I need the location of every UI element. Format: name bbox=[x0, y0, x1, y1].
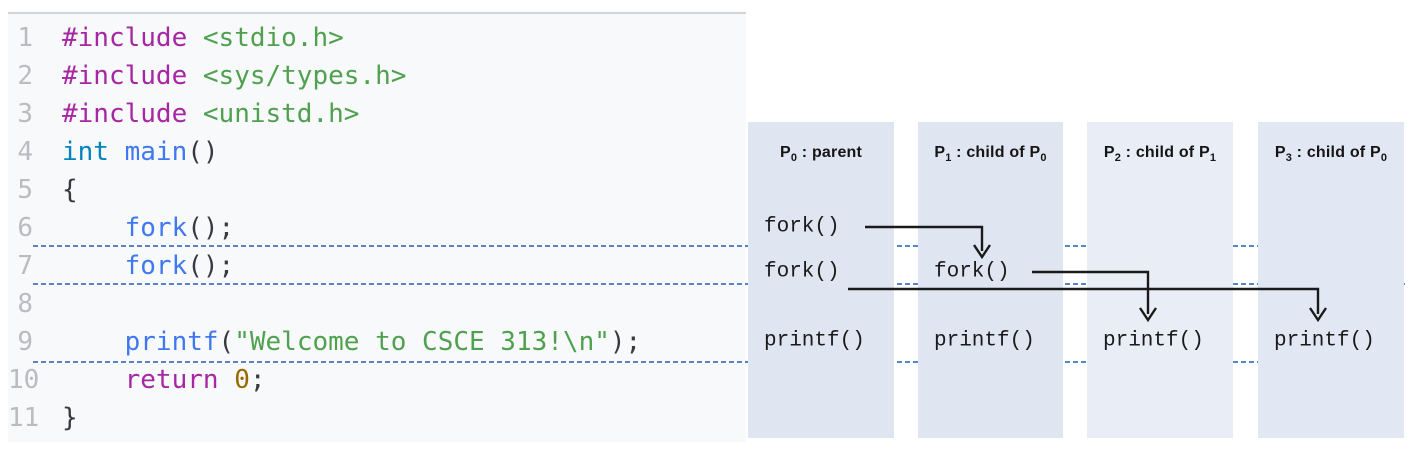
process-id-subscript: 1 bbox=[945, 152, 952, 165]
process-id-subscript: 3 bbox=[1285, 152, 1293, 165]
process-title-text: : child of P bbox=[1292, 144, 1381, 161]
code-token: } bbox=[62, 403, 78, 433]
line-number: 7 bbox=[17, 251, 33, 281]
code-line: 3 #include <unistd.h> bbox=[8, 95, 746, 133]
code-token: <unistd.h> bbox=[202, 99, 360, 129]
process-column-title: P3 : child of P0 bbox=[1258, 144, 1404, 164]
code-token: "Welcome to CSCE 313!\n" bbox=[234, 327, 610, 357]
line-number: 11 bbox=[8, 403, 40, 433]
code-line: 8 bbox=[8, 285, 746, 323]
code-token bbox=[62, 365, 125, 395]
fork-boundary-line-2 bbox=[33, 283, 1405, 285]
process-column-title: P2 : child of P1 bbox=[1087, 144, 1233, 164]
process-call-label: printf() bbox=[1274, 329, 1375, 353]
process-id-subscript: 1 bbox=[1209, 152, 1217, 165]
code-token bbox=[62, 213, 125, 243]
code-line: 4 int main() bbox=[8, 133, 746, 171]
process-id-subscript: 0 bbox=[790, 152, 798, 165]
process-title-text: P bbox=[934, 144, 946, 161]
process-title-text: P bbox=[1103, 144, 1115, 161]
code-line: 6 fork(); bbox=[8, 209, 746, 247]
line-number: 4 bbox=[17, 137, 33, 167]
code-token: (); bbox=[187, 213, 235, 243]
process-call-label: printf() bbox=[1103, 329, 1204, 353]
process-call-label: printf() bbox=[764, 329, 865, 353]
code-token bbox=[219, 365, 235, 395]
code-token: main bbox=[124, 137, 188, 167]
fork-boundary-line-3 bbox=[33, 361, 1327, 363]
code-line: 11} bbox=[8, 399, 746, 437]
code-line: 7 fork(); bbox=[8, 247, 746, 285]
process-title-text: P bbox=[1274, 144, 1286, 161]
code-token: printf bbox=[124, 327, 219, 357]
code-token: () bbox=[187, 137, 219, 167]
process-column-p2: P2 : child of P1 printf() bbox=[1087, 122, 1233, 438]
code-token bbox=[62, 327, 125, 357]
code-token bbox=[62, 251, 125, 281]
line-number: 9 bbox=[17, 327, 33, 357]
code-token: #include bbox=[62, 23, 203, 53]
line-number: 1 bbox=[17, 23, 33, 53]
code-token: <stdio.h> bbox=[202, 23, 344, 53]
process-call-label: printf() bbox=[934, 329, 1035, 353]
process-call-label: fork() bbox=[934, 260, 1010, 284]
code-panel: 1 #include <stdio.h> 2 #include <sys/types.… bbox=[8, 12, 746, 442]
code-token: #include bbox=[62, 99, 203, 129]
process-column-title: P1 : child of P0 bbox=[918, 144, 1063, 164]
code-token: return bbox=[124, 365, 219, 395]
process-id-subscript: 0 bbox=[1380, 152, 1388, 165]
line-number: 10 bbox=[8, 365, 40, 395]
line-number: 5 bbox=[17, 175, 33, 205]
code-token: ); bbox=[609, 327, 642, 357]
line-number: 3 bbox=[17, 99, 33, 129]
code-line: 1 #include <stdio.h> bbox=[8, 19, 746, 57]
process-title-text: P bbox=[779, 144, 791, 161]
code-token: (); bbox=[187, 251, 235, 281]
line-number: 8 bbox=[17, 289, 33, 319]
process-id-subscript: 2 bbox=[1114, 152, 1122, 165]
process-column-p1: P1 : child of P0 fork() printf() bbox=[918, 122, 1063, 438]
code-token bbox=[109, 137, 125, 167]
code-line: 10 return 0; bbox=[8, 361, 746, 399]
process-title-text: : parent bbox=[797, 144, 863, 161]
code-line: 9 printf("Welcome to CSCE 313!\n"); bbox=[8, 323, 746, 361]
code-line: 2 #include <sys/types.h> bbox=[8, 57, 746, 95]
code-lines: 1 #include <stdio.h> 2 #include <sys/types.… bbox=[8, 19, 746, 437]
code-token: #include bbox=[62, 61, 203, 91]
code-line: 5{ bbox=[8, 171, 746, 209]
process-column-p3: P3 : child of P0 printf() bbox=[1258, 122, 1404, 438]
process-call-label: fork() bbox=[764, 215, 840, 239]
code-token: <sys/types.h> bbox=[202, 61, 407, 91]
line-number: 2 bbox=[17, 61, 33, 91]
fork-boundary-line-1 bbox=[33, 245, 1327, 247]
process-title-text: : child of P bbox=[1121, 144, 1210, 161]
process-title-text: : child of P bbox=[951, 144, 1041, 161]
code-token: { bbox=[62, 175, 78, 205]
code-token: fork bbox=[124, 251, 188, 281]
code-token: ; bbox=[249, 365, 266, 395]
process-column-title: P0 : parent bbox=[748, 144, 894, 164]
process-id-subscript: 0 bbox=[1040, 152, 1047, 165]
code-token: fork bbox=[124, 213, 188, 243]
process-column-p0: P0 : parent fork() fork() printf() bbox=[748, 122, 894, 438]
process-call-label: fork() bbox=[764, 260, 840, 284]
code-token: 0 bbox=[234, 365, 250, 395]
line-number: 6 bbox=[17, 213, 33, 243]
code-token: ( bbox=[218, 327, 235, 357]
code-token: int bbox=[62, 137, 109, 167]
